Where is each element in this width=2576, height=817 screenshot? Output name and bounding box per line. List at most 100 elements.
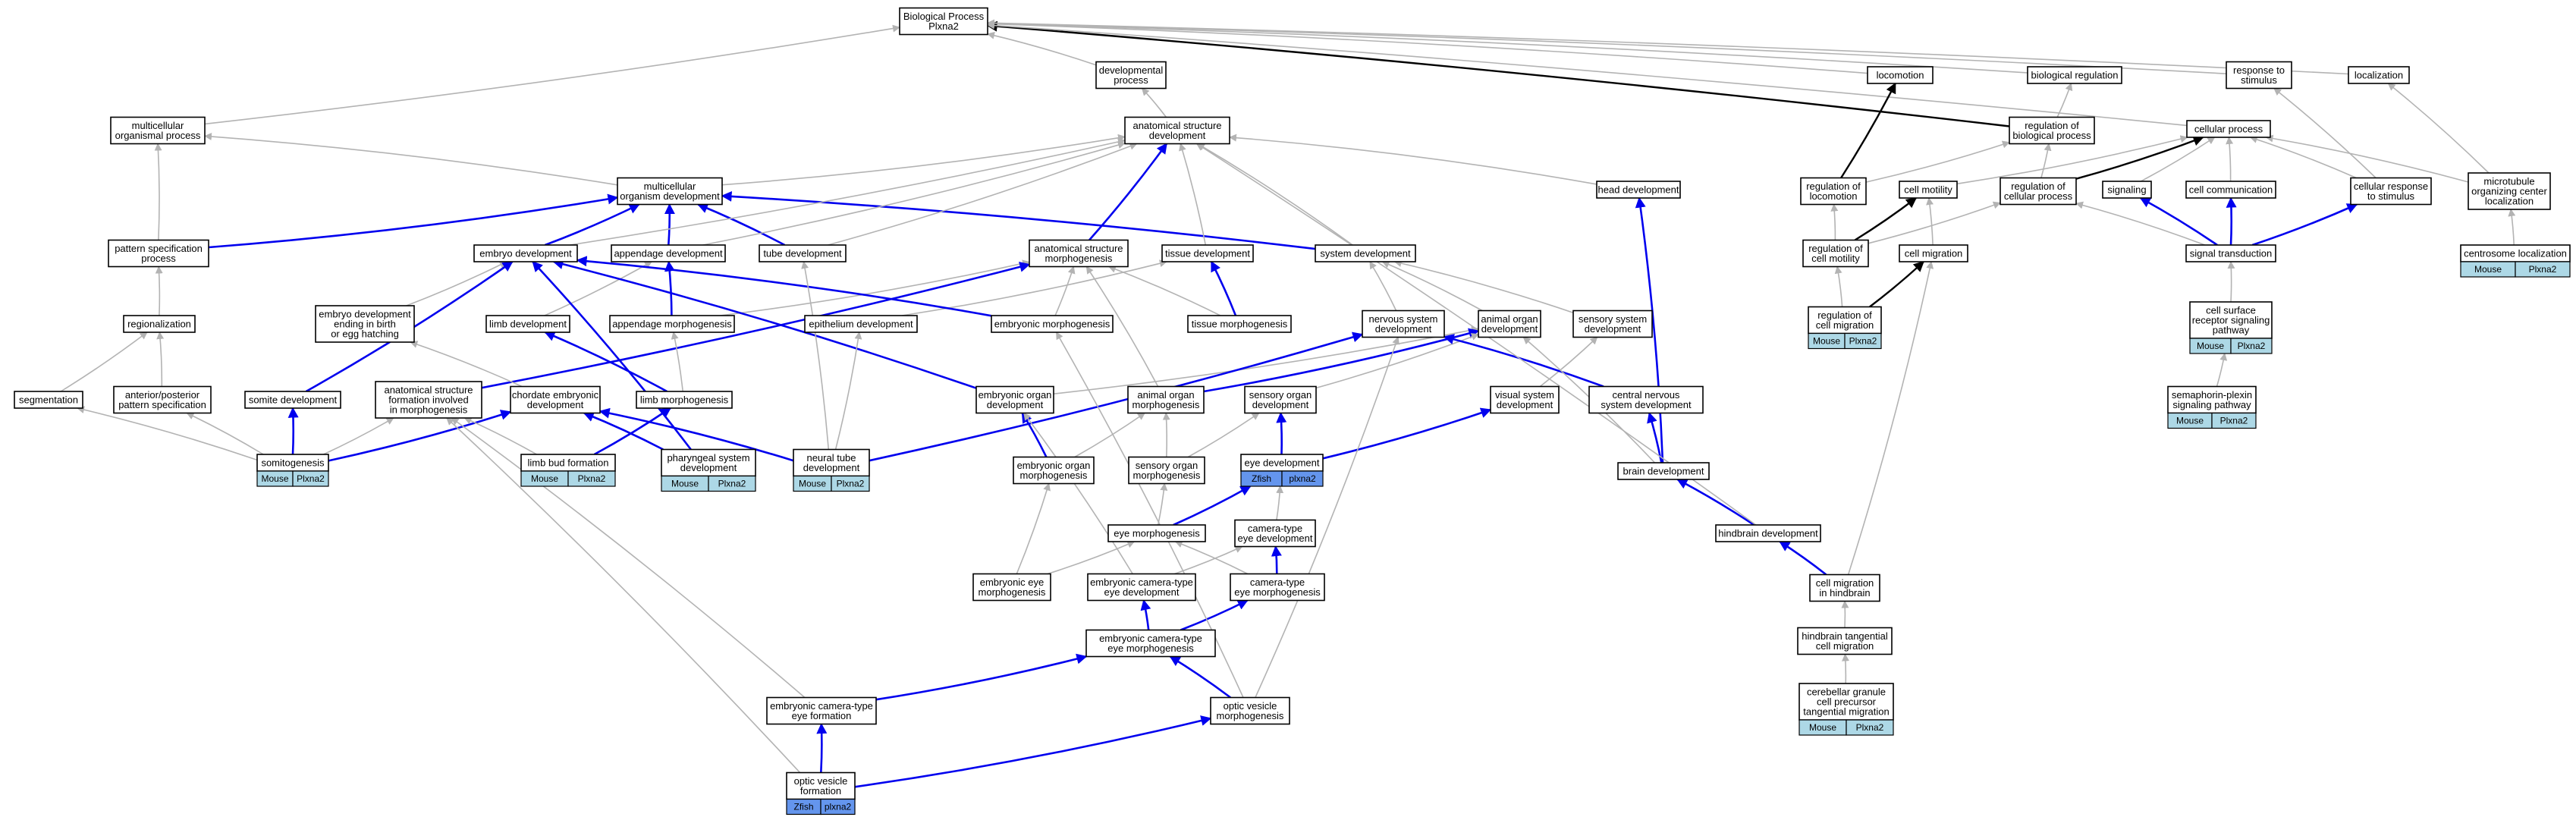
- go-term-node-localization[interactable]: localization: [2348, 66, 2410, 84]
- go-term-node-limbdev[interactable]: limb development: [485, 315, 570, 333]
- term-label: pharyngeal system: [667, 452, 749, 463]
- go-term-node-somdev[interactable]: somite development: [244, 391, 341, 409]
- go-term-node-cellproc[interactable]: cellular process: [2186, 120, 2271, 138]
- go-term-node-headdev[interactable]: head development: [1596, 181, 1681, 199]
- go-term-node-tismorph[interactable]: tissue morphogenesis: [1187, 315, 1292, 333]
- term-label: multicellular: [644, 181, 696, 192]
- edge-embctemorph-to-embctedev: [1140, 599, 1151, 630]
- gene-tag-label: Plxna2: [837, 479, 865, 489]
- edge-segment-to-regional: [60, 332, 148, 392]
- term-label: Plxna2: [928, 20, 959, 32]
- term-label: cerebellar granule: [1807, 687, 1886, 698]
- go-term-node-limbmorph[interactable]: limb morphogenesis: [636, 391, 733, 409]
- term-label: process: [1114, 74, 1148, 86]
- go-term-node-bioreg[interactable]: biological regulation: [2027, 66, 2122, 84]
- term-label: anatomical structure: [384, 385, 473, 396]
- term-box: [510, 385, 601, 414]
- term-label: nervous system: [1368, 313, 1437, 325]
- term-label: signal transduction: [2190, 248, 2272, 259]
- go-term-node-appmorph[interactable]: appendage morphogenesis: [609, 315, 735, 333]
- go-term-node-tissuedev[interactable]: tissue development: [1161, 244, 1254, 262]
- edge-asfim-to-asmorph: [481, 261, 1031, 389]
- gene-tag-cell: [831, 475, 870, 492]
- go-term-node-epidev[interactable]: epithelium development: [804, 315, 918, 333]
- go-term-node-hbdev[interactable]: hindbrain development: [1715, 524, 1821, 542]
- go-term-node-eyemorph[interactable]: eye morphogenesis: [1107, 524, 1206, 542]
- term-box: [2226, 61, 2292, 90]
- term-label: response to: [2233, 64, 2285, 76]
- go-term-node-tubedev[interactable]: tube development: [759, 244, 847, 262]
- go-term-node-cellcomm[interactable]: cell communication: [2185, 181, 2276, 199]
- go-term-node-cellmot[interactable]: cell motility: [1899, 181, 1958, 199]
- term-box: [759, 244, 847, 262]
- go-term-node-braindev[interactable]: brain development: [1617, 462, 1710, 480]
- go-term-node-cellmig[interactable]: cell migration: [1899, 244, 1968, 262]
- go-term-node-embmorph[interactable]: embryonic morphogenesis: [991, 315, 1114, 333]
- go-term-node-sysdev[interactable]: system development: [1315, 244, 1416, 262]
- go-term-node-locomotion[interactable]: locomotion: [1867, 66, 1934, 84]
- term-label: morphogenesis: [1045, 253, 1113, 264]
- term-box: [113, 385, 212, 414]
- go-term-node-segment[interactable]: segmentation: [14, 391, 83, 409]
- go-term-node-embdev[interactable]: embryo development: [473, 244, 578, 262]
- term-label: development: [1585, 323, 1641, 335]
- term-label: development: [1252, 399, 1309, 410]
- term-box: [315, 305, 415, 343]
- go-term-node-signaling[interactable]: signaling: [2102, 181, 2152, 199]
- go-term-node-regional[interactable]: regionalization: [123, 315, 196, 333]
- go-term-node-appdev[interactable]: appendage development: [611, 244, 726, 262]
- edge-pharyng-to-embdev: [532, 260, 692, 451]
- go-term-node-sigtrans[interactable]: signal transduction: [2185, 244, 2276, 262]
- edge-regcellmig-to-cellmig: [1869, 261, 1924, 308]
- term-label: limb development: [489, 319, 567, 330]
